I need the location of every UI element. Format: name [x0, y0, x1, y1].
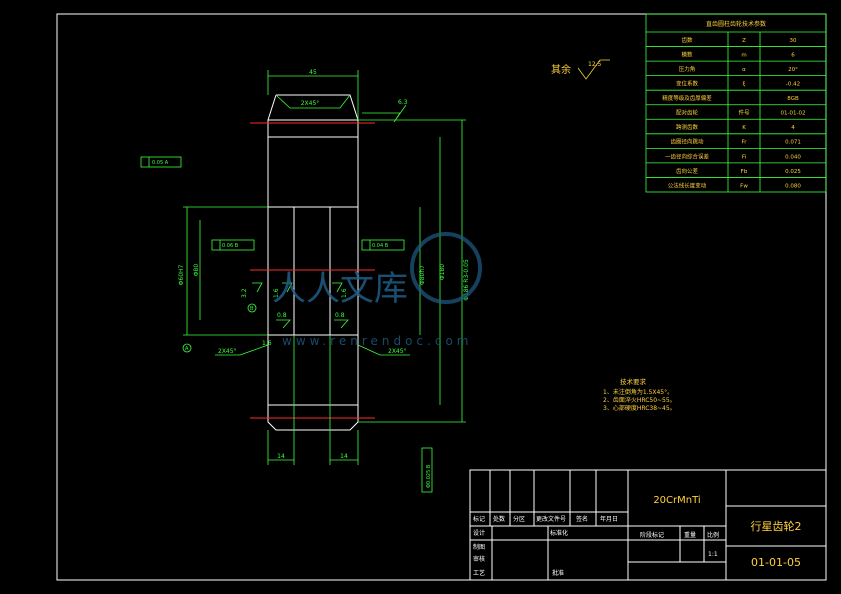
dim-width-top: 45 [309, 69, 317, 76]
svg-text:B: B [250, 306, 254, 312]
watermark-text: 人人文库 [272, 269, 408, 309]
chamfer-leader-right [357, 344, 410, 356]
params-table-cell-sym: Fi [742, 154, 747, 160]
params-table-cell-sym: α [742, 67, 746, 73]
gear-section [250, 94, 375, 431]
tech-req-item-3: 3、心部硬度HRC38~45。 [603, 404, 676, 412]
title-block-scale: 1:1 [708, 551, 718, 558]
svg-text:标准化: 标准化 [550, 529, 568, 537]
params-table-cell-name: 变位系数 [676, 80, 699, 88]
svg-text:设计: 设计 [473, 529, 485, 537]
dim-bore-depth-1: 14 [277, 453, 285, 460]
dim-chamfer-top: 2X45° [301, 100, 320, 107]
params-table-cell-sym: Z [742, 38, 746, 44]
svg-text:年月日: 年月日 [600, 515, 618, 523]
params-table-cell-sym: K [742, 125, 746, 131]
svg-text:A: A [185, 346, 189, 352]
params-table-cell-name: 一齿径向综合误差 [665, 152, 710, 160]
datum-b-symbol [247, 303, 257, 313]
params-table-cell-name: 齿圈径向跳动 [670, 138, 704, 146]
dim-roughness-top: 6.3 [398, 99, 408, 106]
dim-bore-2: Φ80h7 [419, 265, 426, 285]
svg-text:0.8: 0.8 [335, 312, 345, 319]
tol-frame-1: 0.05 A [152, 160, 169, 166]
tech-requirements: 技术要求 1、未注倒角为1.5X45°。 2、齿面淬火HRC50~55。 3、心… [603, 377, 676, 412]
params-table-cell-sym: Fw [740, 183, 748, 189]
svg-text:0.8: 0.8 [277, 312, 287, 319]
dim-bore-depth-2: 14 [340, 453, 348, 460]
params-table-cell-sym: 件号 [738, 109, 750, 117]
svg-text:重量: 重量 [684, 531, 696, 539]
params-table-cell-val: 0.025 [785, 169, 801, 175]
svg-text:标记: 标记 [473, 515, 485, 523]
params-table-cell-val: 0.080 [785, 183, 801, 189]
svg-text:比例: 比例 [707, 531, 719, 539]
params-table-cell-val: 4 [791, 125, 795, 131]
watermark-url: www.renrendoc.com [282, 334, 472, 348]
svg-text:批准: 批准 [552, 569, 564, 577]
dim-bore-1: Φ60H7 [178, 264, 185, 285]
tech-req-item-1: 1、未注倒角为1.5X45°。 [603, 388, 673, 396]
params-table-title: 直齿圆柱齿轮技术参数 [706, 20, 766, 28]
params-table-cell-sym: Fb [741, 169, 748, 175]
params-table-cell-val: 6 [791, 52, 795, 58]
title-block: 标记 处数 分区 更改文件号 签名 年月日 设计 标准化 制图 审核 工艺 批准… [469, 469, 827, 581]
roughness-note-label: 其余 [551, 63, 571, 76]
params-table-cell-val: 20° [788, 67, 798, 73]
chamfer-leader-left [215, 344, 269, 356]
svg-text:制图: 制图 [473, 543, 485, 551]
params-table-cell-sym: m [741, 52, 746, 58]
chamfer-left: 2X45° [218, 348, 237, 355]
tolerance-frames: 0.05 A 0.06 B 0.04 B Φ0.025 B [140, 156, 433, 493]
params-table-cell-val: 8GB [787, 96, 799, 102]
svg-text:分区: 分区 [513, 515, 525, 523]
title-block-material: 20CrMnTi [653, 495, 700, 506]
svg-text:更改文件号: 更改文件号 [536, 515, 566, 523]
svg-text:处数: 处数 [493, 515, 505, 523]
params-table-cell-sym: Fr [741, 140, 747, 146]
dim-pitch-diameter: Φ186 R3-0.05 [463, 259, 470, 301]
svg-text:阶段标记: 阶段标记 [640, 531, 664, 539]
tol-frame-3: 0.04 B [372, 243, 389, 249]
datum-a-symbol [182, 343, 192, 353]
tol-frame-2: 0.06 B [222, 243, 239, 249]
tech-req-title: 技术要求 [620, 377, 647, 386]
params-table-cell-name: 齿向公差 [676, 167, 699, 175]
params-table-cell-val: 01-01-02 [781, 111, 806, 117]
tol-frame-4: Φ0.025 B [426, 464, 432, 488]
svg-text:签名: 签名 [576, 515, 588, 523]
params-table-cell-val: 0.071 [785, 140, 801, 146]
params-table-cell-val: 30 [790, 38, 797, 44]
dim-outer-diameter: Φ180 [439, 264, 446, 280]
title-block-drawing-no: 01-01-05 [751, 556, 801, 569]
params-table-cell-sym: ξ [742, 82, 745, 88]
params-table: 直齿圆柱齿轮技术参数 齿数 Z 30 模数 m 6 压力角 α 20° 变位系数 ξ -0.42 精度等… [645, 13, 827, 193]
params-table-cell-name: 公法线长度变动 [668, 181, 707, 189]
svg-text:1.6: 1.6 [273, 288, 280, 298]
params-table-cell-name: 模数 [681, 50, 693, 58]
params-table-cell-name: 跨测齿数 [676, 123, 699, 131]
params-table-cell-val: 0.040 [785, 154, 801, 160]
params-table-cell-name: 配对齿轮 [676, 109, 699, 117]
drawing-border [56, 13, 827, 581]
watermark-logo [410, 232, 482, 304]
params-table-cell-val: -0.42 [786, 82, 800, 88]
params-table-cell-name: 压力角 [679, 65, 696, 73]
params-table-cell-name: 精度等级及齿厚偏差 [662, 94, 712, 102]
svg-text:审核: 审核 [473, 555, 485, 563]
roughness-note-symbol: 12.5 [577, 59, 610, 80]
dimensions: 45 2X45° 6.3 Φ186 R3-0.05 Φ180 Φ80h7 Φ60… [178, 69, 470, 465]
dim-bore-label: Φ80 [193, 264, 200, 277]
svg-text:1.6: 1.6 [262, 340, 272, 347]
svg-text:1.6: 1.6 [341, 288, 348, 298]
params-table-cell-name: 齿数 [681, 36, 693, 44]
chamfer-right: 2X45° [388, 348, 407, 355]
svg-text:3.2: 3.2 [241, 288, 248, 298]
svg-text:12.5: 12.5 [588, 61, 602, 68]
roughness-marks: 3.2 1.6 0.8 0.8 1.6 1.6 [241, 282, 349, 347]
title-block-part-name: 行星齿轮2 [751, 519, 802, 533]
tech-req-item-2: 2、齿面淬火HRC50~55。 [603, 396, 676, 404]
svg-text:工艺: 工艺 [473, 569, 485, 577]
